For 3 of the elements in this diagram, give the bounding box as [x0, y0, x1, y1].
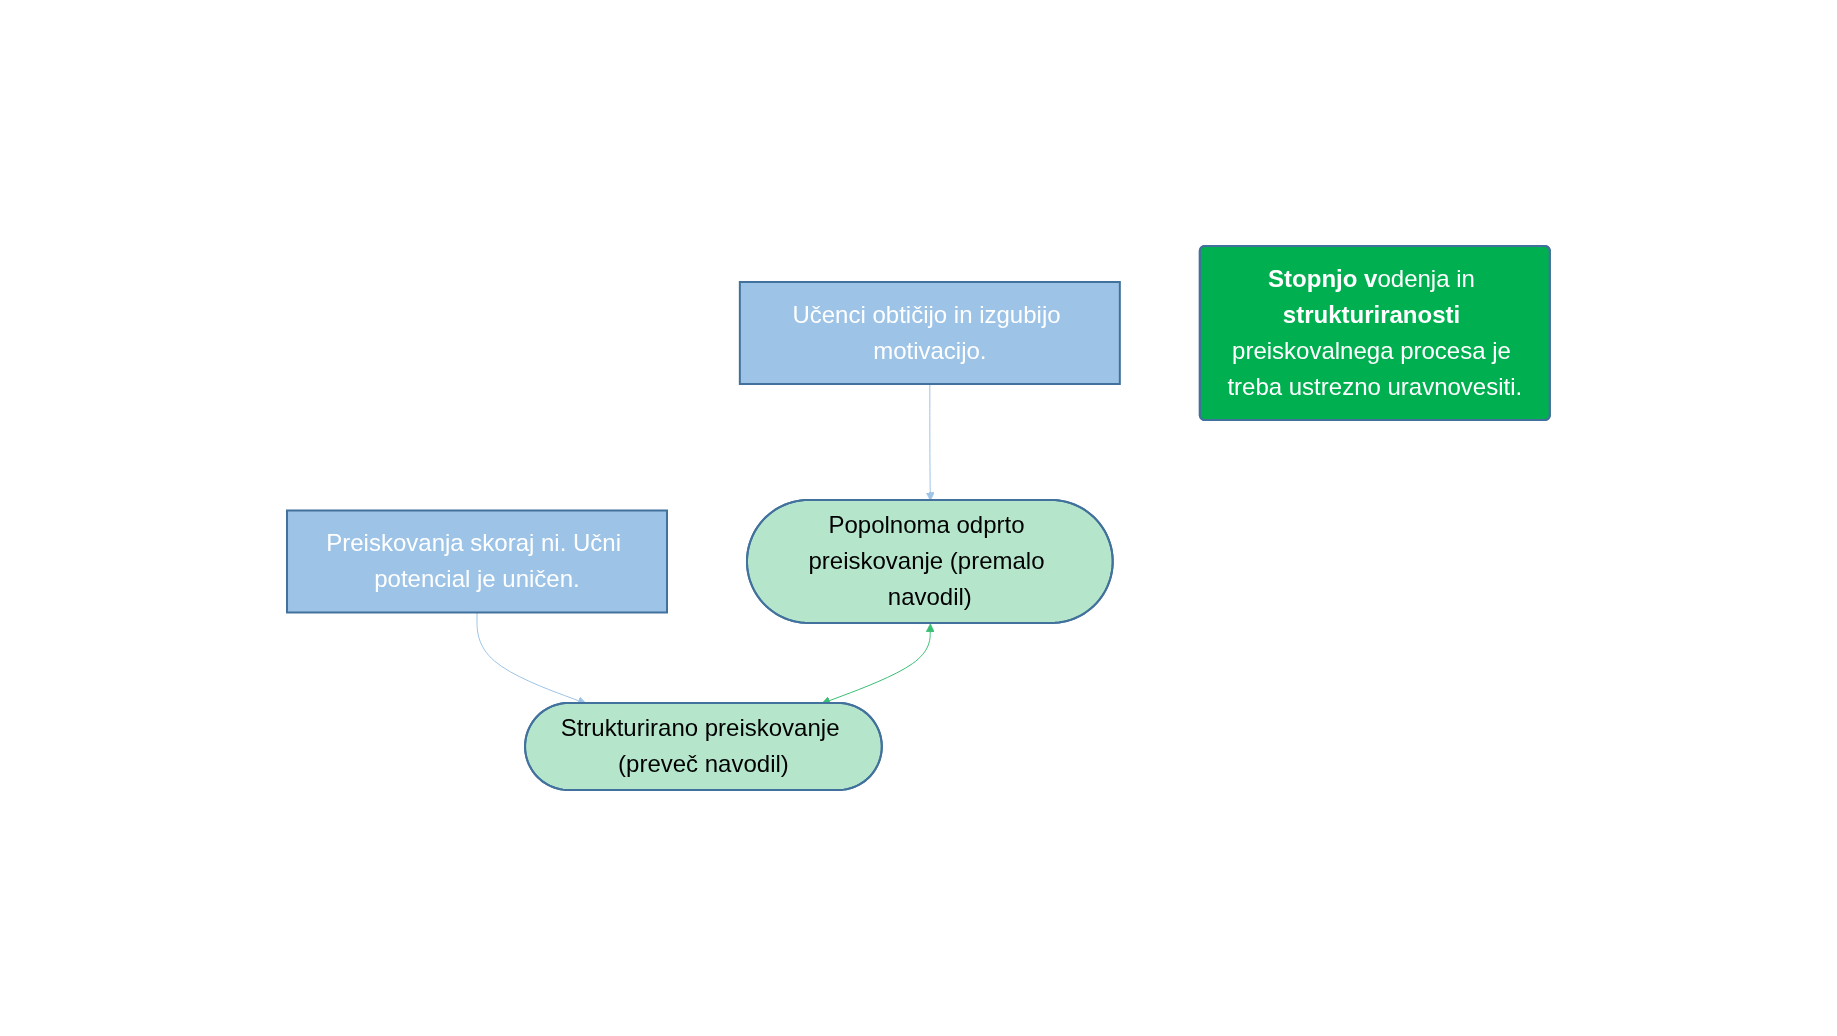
node-box: Učenci obtičijo in izgubijo motivacijo. [738, 281, 1121, 385]
node-box: Preiskovanja skoraj ni. Učni potencial je uničen. [286, 509, 669, 614]
arrow [925, 383, 935, 501]
